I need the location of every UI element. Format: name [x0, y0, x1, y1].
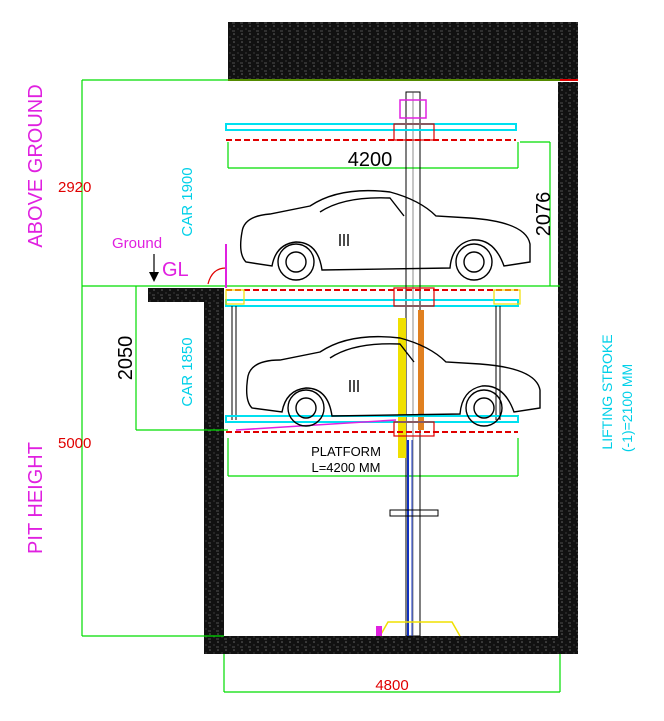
above-ground-label: ABOVE GROUND: [25, 84, 47, 247]
ground-label: Ground: [112, 235, 162, 252]
lift-column: [389, 91, 439, 637]
dim-above-ground: 2920: [58, 179, 91, 196]
upper-platform: [225, 123, 517, 141]
car-upper-label: CAR 1900: [179, 167, 196, 236]
dim-pit-width: 4800: [375, 677, 408, 694]
lifting-stroke-label-1: LIFTING STROKE: [599, 334, 615, 449]
pit-floor: [204, 636, 578, 654]
car-lower-label: CAR 1850: [179, 337, 196, 406]
ground-slab: [148, 288, 224, 302]
lower-car: [245, 335, 541, 427]
ceiling-slab: [228, 22, 578, 80]
dim-pit-height: 5000: [58, 435, 91, 452]
platform-label-1: PLATFORM: [311, 444, 381, 459]
dim-upper-clearance: 2076: [533, 192, 555, 237]
pit-height-label: PIT HEIGHT: [25, 442, 47, 554]
left-pit-wall: [204, 300, 224, 654]
lifting-stroke-label-2: (-1)=2100 MM: [619, 364, 635, 452]
pit-base-frame: [376, 621, 461, 637]
platform-label-2: L=4200 MM: [311, 460, 380, 475]
ground-marker: [149, 244, 227, 288]
dimension-lines: [81, 79, 561, 693]
lower-platform: [225, 415, 519, 437]
gl-label: GL: [162, 259, 189, 281]
dim-lower-clearance: 2050: [115, 336, 137, 381]
upper-car: [239, 189, 531, 281]
middle-platform: [225, 287, 521, 420]
dim-platform-length: 4200: [348, 149, 393, 171]
right-wall: [558, 82, 578, 654]
